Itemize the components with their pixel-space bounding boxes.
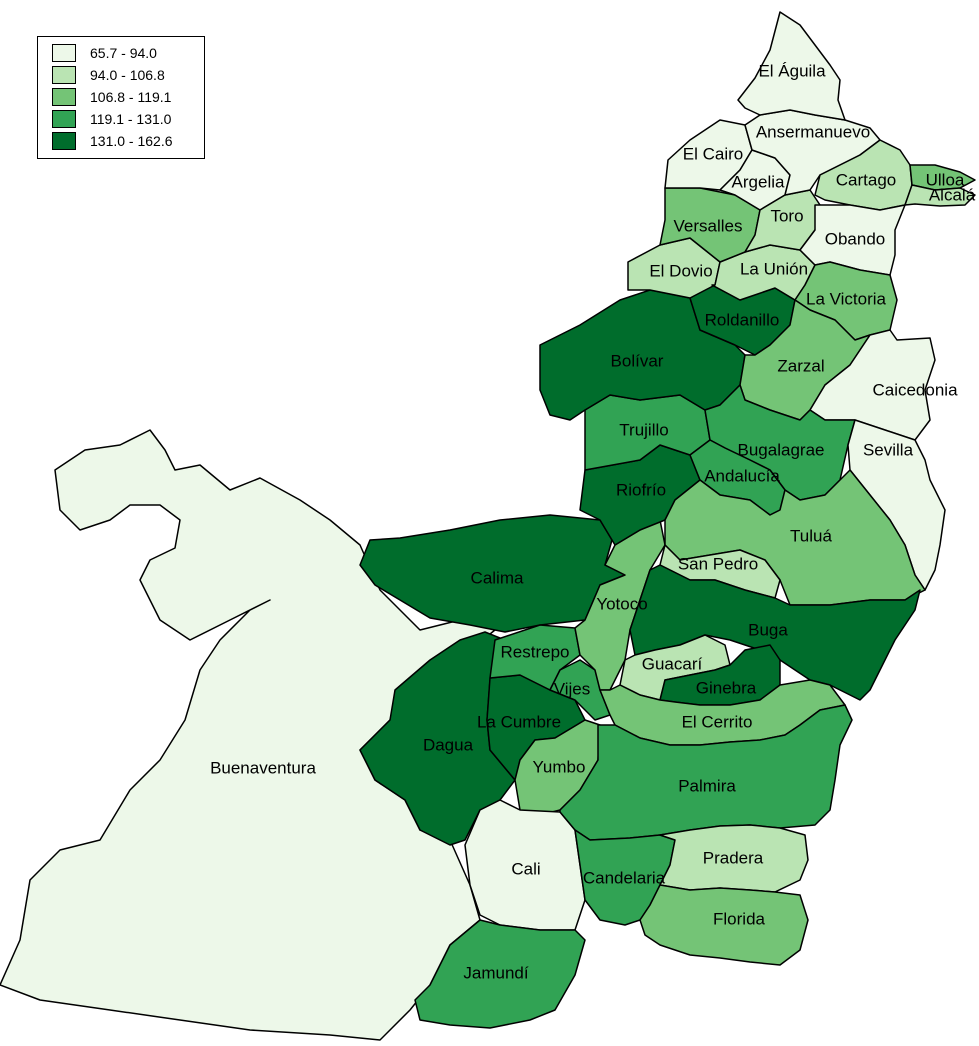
label-cali: Cali (511, 859, 540, 878)
label-el-dovio: El Dovio (649, 261, 712, 280)
label-andalucia: Andalucía (704, 466, 780, 485)
label-buga: Buga (748, 620, 788, 639)
region-dagua (359, 631, 516, 846)
label-alcala: Alcalá (929, 185, 976, 204)
legend-swatch (52, 132, 76, 150)
label-ansermanuevo: Ansermanuevo (756, 122, 870, 141)
label-pradera: Pradera (703, 848, 764, 867)
label-argelia: Argelia (732, 172, 785, 191)
label-cartago: Cartago (836, 170, 896, 189)
label-restrepo: Restrepo (501, 642, 570, 661)
label-la-cumbre: La Cumbre (477, 712, 561, 731)
legend-item: 119.1 - 131.0 (52, 109, 202, 129)
label-san-pedro: San Pedro (678, 554, 758, 573)
region-labels: El Águila Ansermanuevo El Cairo Argelia … (210, 61, 976, 982)
legend-swatch (52, 66, 76, 84)
legend-label: 106.8 - 119.1 (90, 89, 172, 105)
label-toro: Toro (770, 206, 803, 225)
legend-item: 65.7 - 94.0 (52, 43, 202, 63)
label-tulua: Tuluá (790, 526, 832, 545)
legend-swatch (52, 44, 76, 62)
region-pradera (659, 824, 809, 893)
label-dagua: Dagua (423, 735, 474, 754)
region-buenaventura (0, 429, 496, 1041)
label-el-cerrito: El Cerrito (682, 712, 753, 731)
legend-label: 94.0 - 106.8 (90, 67, 165, 83)
label-ginebra: Ginebra (696, 678, 757, 697)
label-riofrio: Riofrío (616, 480, 666, 499)
label-candelaria: Candelaria (583, 868, 666, 887)
label-el-cairo: El Cairo (683, 144, 743, 163)
region-florida (639, 884, 809, 966)
label-sevilla: Sevilla (863, 440, 914, 459)
label-yumbo: Yumbo (533, 757, 586, 776)
legend-item: 94.0 - 106.8 (52, 65, 202, 85)
label-versalles: Versalles (674, 216, 743, 235)
region-el-aguila (737, 11, 846, 121)
label-caicedonia: Caicedonia (872, 380, 958, 399)
legend-label: 119.1 - 131.0 (90, 111, 172, 127)
label-jamundi: Jamundí (463, 963, 528, 982)
map-legend: 65.7 - 94.0 94.0 - 106.8 106.8 - 119.1 1… (37, 36, 205, 159)
label-obando: Obando (825, 229, 886, 248)
legend-item: 131.0 - 162.6 (52, 131, 202, 151)
legend-swatch (52, 110, 76, 128)
region-alcala (904, 184, 976, 207)
label-bugalagrande: Bugalagrae (738, 440, 825, 459)
label-roldanillo: Roldanillo (705, 310, 780, 329)
label-vijes: Vijes (554, 679, 591, 698)
label-la-victoria: La Victoria (806, 289, 887, 308)
label-el-aguila: El Águila (758, 61, 826, 80)
label-buenaventura: Buenaventura (210, 758, 316, 777)
legend-item: 106.8 - 119.1 (52, 87, 202, 107)
label-la-union: La Unión (740, 259, 808, 278)
label-guacari: Guacarí (642, 654, 703, 673)
region-palmira (559, 704, 853, 841)
region-jamundi (414, 919, 586, 1029)
label-yotoco: Yotoco (596, 594, 647, 613)
label-bolivar: Bolívar (611, 351, 664, 370)
label-palmira: Palmira (678, 776, 736, 795)
legend-swatch (52, 88, 76, 106)
legend-label: 131.0 - 162.6 (90, 133, 173, 149)
label-trujillo: Trujillo (619, 420, 668, 439)
label-florida: Florida (713, 909, 766, 928)
legend-label: 65.7 - 94.0 (90, 45, 157, 61)
label-zarzal: Zarzal (777, 356, 824, 375)
label-calima: Calima (471, 568, 524, 587)
label-ulloa: Ulloa (926, 170, 965, 189)
